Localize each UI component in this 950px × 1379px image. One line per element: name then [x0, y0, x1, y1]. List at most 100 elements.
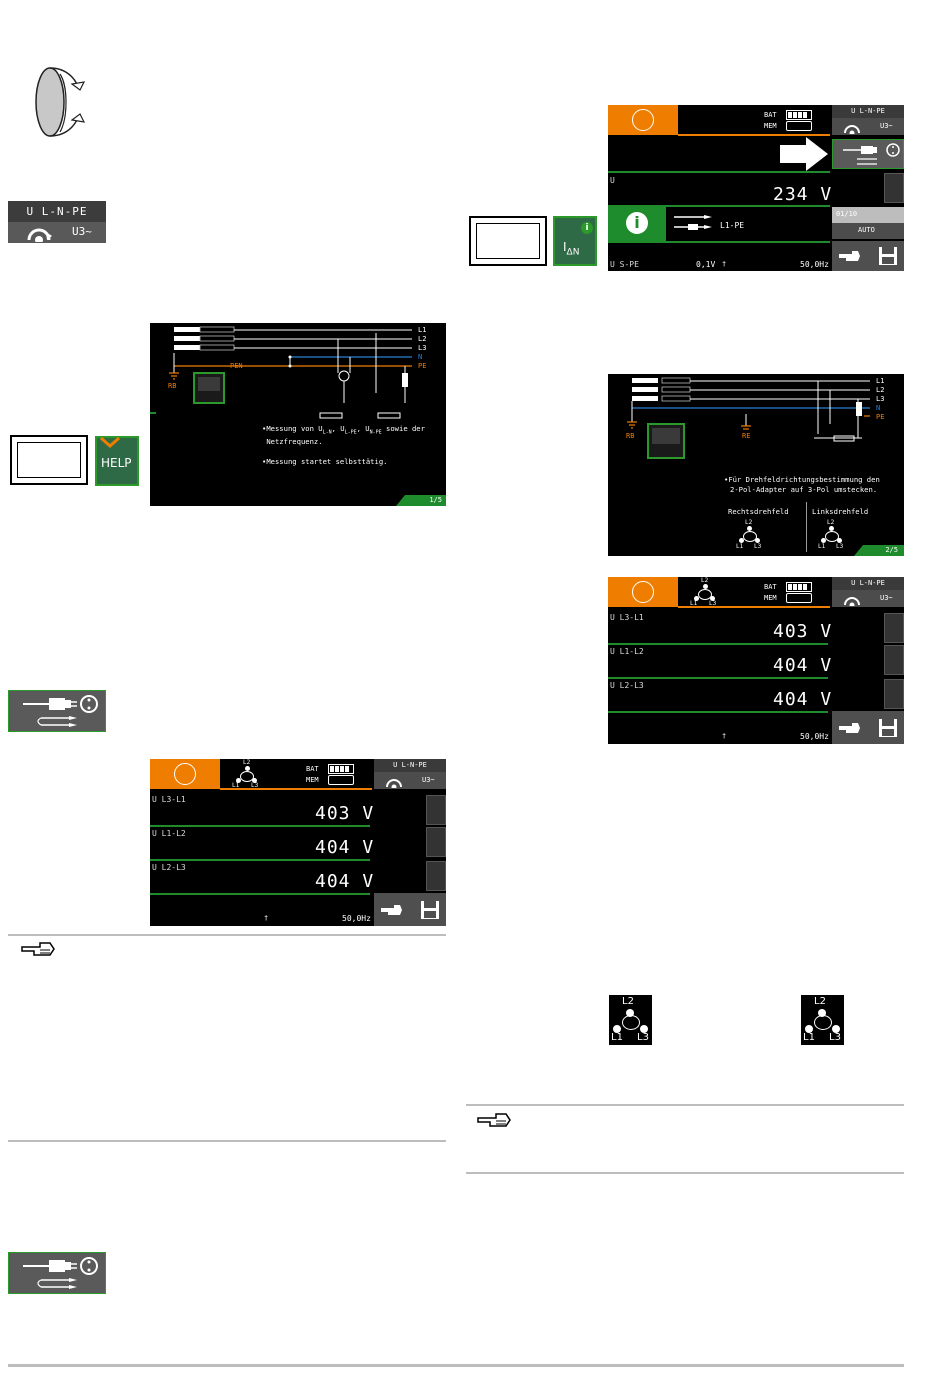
rb-label: RB	[626, 432, 635, 440]
side-softkey-3[interactable]	[884, 679, 904, 709]
phase-rotation-clockwise-icon: L2 L1 L3	[609, 995, 652, 1045]
function-key-sub: U3~	[72, 225, 92, 238]
u-value: 234 V	[773, 184, 833, 205]
probe-label: L1-PE	[720, 221, 745, 230]
value-label-2: U L1-L2	[610, 647, 644, 656]
rotary-arrow-icon	[844, 125, 860, 134]
phase-rotation-icon-right: L2 L1 L3	[736, 519, 762, 550]
phase-rotation-icon: L2 L1 L3	[232, 759, 259, 789]
mem-label: MEM	[306, 776, 319, 784]
left-rotation-label: Linksdrehfeld	[812, 507, 869, 516]
side-softkey-1[interactable]	[884, 613, 904, 643]
dagger-mark: †	[722, 732, 727, 740]
help-bullet-1b: 2-Pol-Adapter auf 3-Pol umstecken.	[730, 485, 878, 494]
start-indicator	[608, 577, 678, 607]
measurement-screen-voltage: BAT MEM U L-N-PE U3~ U 234 V	[608, 105, 904, 271]
hand-pointer-icon[interactable]	[838, 248, 862, 264]
memory-icon	[786, 593, 812, 603]
line-label-pe: PE	[418, 362, 427, 370]
probe-leads-icon	[674, 215, 712, 230]
value-label-1: U L3-L1	[152, 795, 186, 804]
help-screen-2: L1 L2 L3 N PE RB RE •Für Drehfeldrichtun…	[608, 374, 904, 556]
line-label-l1: L1	[418, 326, 427, 334]
idn-button[interactable]: i IΔN	[553, 216, 597, 266]
probe-function-key[interactable]	[8, 690, 106, 732]
hand-pointer-icon[interactable]	[380, 902, 404, 918]
line-label-l2: L2	[876, 386, 885, 394]
page-footer-rule	[8, 1364, 904, 1367]
plug-probe-icon	[843, 143, 900, 165]
probe-function-key-2[interactable]	[8, 1252, 106, 1294]
function-key-u-ln-pe[interactable]: U L-N-PE U3~	[374, 759, 446, 789]
phase-rotation-icon-left: L2 L1 L3	[818, 519, 844, 550]
bottom-toolbar	[374, 893, 446, 926]
function-key-u-ln-pe[interactable]: U L-N-PE U3~	[832, 577, 904, 607]
side-softkey-2[interactable]	[426, 827, 446, 857]
side-softkey-2[interactable]	[884, 645, 904, 675]
value-label-1: U L3-L1	[610, 613, 644, 622]
measurement-screen-right: L2 L1 L3 BAT MEM U L-N-PE U3~ U L3-L1 40…	[608, 577, 904, 744]
frequency: 50,0Hz	[800, 732, 829, 741]
page-indicator: 2/5	[854, 545, 904, 556]
value-label-2: U L1-L2	[152, 829, 186, 838]
line-label-n: N	[876, 404, 881, 412]
help-bullet-1: •Für Drehfeldrichtungsbestimmung den	[724, 475, 880, 484]
hand-pointer-icon[interactable]	[838, 720, 862, 736]
mem-label: MEM	[764, 122, 777, 130]
help-chevron-icon	[100, 436, 120, 449]
value-3: 404 V	[773, 689, 833, 710]
auto-button[interactable]: AUTO	[832, 223, 904, 239]
line-label-l2: L2	[418, 335, 427, 343]
phase-rotation-icon: L2 L1 L3	[690, 577, 717, 607]
bat-label: BAT	[306, 765, 319, 773]
blank-softkey-icon-right	[469, 216, 547, 266]
phase-rotation-counterclockwise-icon: L2 L1 L3	[801, 995, 844, 1045]
re-label: RE	[742, 432, 751, 440]
side-softkey-1[interactable]	[426, 795, 446, 825]
rb-label: RB	[168, 382, 177, 390]
pen-label: PEN	[230, 362, 243, 370]
u-label: U	[610, 176, 615, 185]
bottom-toolbar	[832, 711, 904, 744]
value-label-3: U L2-L3	[152, 863, 186, 872]
save-disk-icon[interactable]	[878, 246, 898, 266]
help-screen-1: L1 L2 L3 N PE PEN RB •Messung von UL-N, …	[150, 323, 446, 506]
memory-icon	[328, 775, 354, 785]
idn-label: IΔN	[563, 240, 580, 258]
arrow-right-icon	[780, 137, 828, 171]
plug-probe-icon	[23, 695, 98, 727]
save-disk-icon[interactable]	[420, 900, 440, 920]
mem-label: MEM	[764, 594, 777, 602]
save-disk-icon[interactable]	[878, 718, 898, 738]
value-2: 404 V	[315, 837, 375, 858]
value-1: 403 V	[773, 621, 833, 642]
battery-icon	[786, 110, 812, 120]
help-bullet-1: •Messung von UL-N, UL-PE, UN-PE sowie de…	[262, 424, 425, 447]
help-button[interactable]: HELP	[95, 436, 139, 486]
rotary-selector-icon	[35, 67, 86, 137]
probe-function-key[interactable]	[832, 139, 904, 169]
info-icon: i	[581, 222, 593, 234]
u-spe-label: U S-PE	[610, 260, 639, 269]
side-softkey-3[interactable]	[426, 861, 446, 891]
memory-icon	[786, 121, 812, 131]
battery-icon	[328, 764, 354, 774]
function-key-u-ln-pe[interactable]: U L-N-PE U3~	[832, 105, 904, 135]
side-softkey-1[interactable]	[884, 173, 904, 203]
function-key-u-ln-pe[interactable]: U L-N-PE U3~	[8, 201, 106, 243]
line-label-l3: L3	[418, 344, 427, 352]
plug-probe-icon	[23, 1257, 98, 1289]
value-label-3: U L2-L3	[610, 681, 644, 690]
value-3: 404 V	[315, 871, 375, 892]
bat-label: BAT	[764, 583, 777, 591]
bat-label: BAT	[764, 111, 777, 119]
info-panel: i	[608, 207, 666, 241]
line-label-l3: L3	[876, 395, 885, 403]
function-key-label: U L-N-PE	[8, 201, 106, 222]
rotary-arrow-icon	[27, 228, 52, 242]
start-indicator	[608, 105, 678, 135]
dagger-mark: †	[264, 914, 269, 922]
right-rotation-label: Rechtsdrehfeld	[728, 507, 789, 516]
frequency: 50,0Hz	[342, 914, 371, 923]
help-label: HELP	[101, 456, 132, 470]
